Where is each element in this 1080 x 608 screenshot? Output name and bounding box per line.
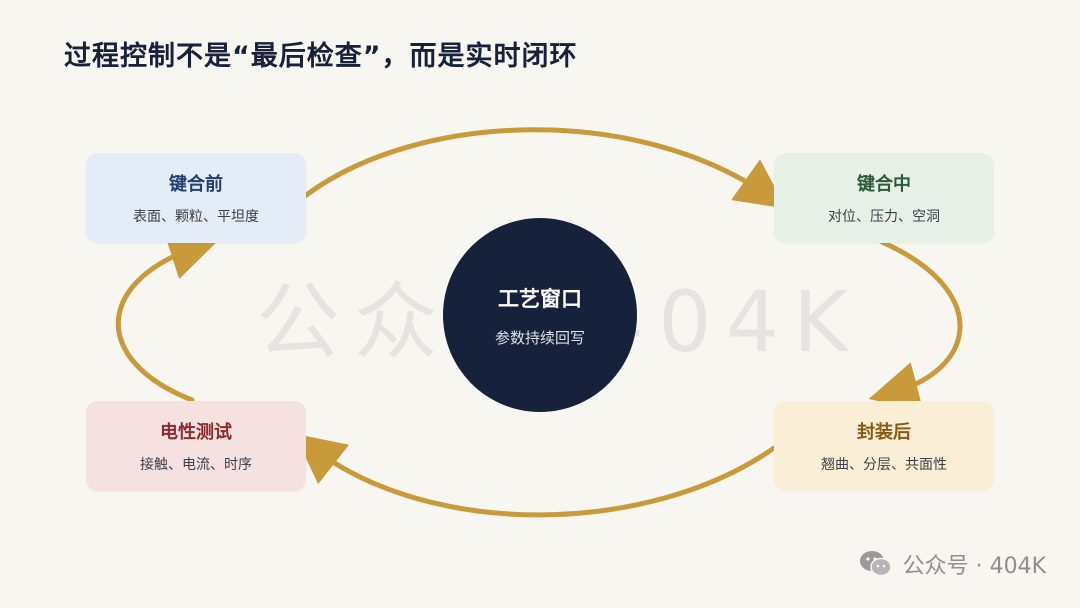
arrow-test-to-pre	[115, 231, 220, 403]
node-pre-bond-subtitle: 表面、颗粒、平坦度	[133, 209, 259, 225]
node-pre-bond-title: 键合前	[169, 174, 223, 195]
node-packaging: 封装后 翘曲、分层、共面性	[774, 401, 994, 491]
watermark-text: 公众号 · 404K	[902, 554, 1046, 579]
center-title: 工艺窗口	[498, 286, 582, 311]
center-process-window: 工艺窗口 参数持续回写	[443, 218, 637, 412]
node-packaging-title: 封装后	[857, 422, 911, 443]
center-subtitle: 参数持续回写	[494, 328, 585, 347]
arrow-packaging-to-test	[294, 433, 777, 518]
wechat-icon	[859, 551, 892, 577]
node-pre-bond: 键合前 表面、颗粒、平坦度	[86, 153, 306, 243]
arrow-pre-to-bonding	[302, 127, 787, 209]
node-electrical-test-subtitle: 接触、电流、时序	[140, 457, 252, 473]
page-title: 过程控制不是“最后检查”，而是实时闭环	[64, 41, 578, 72]
node-bonding-subtitle: 对位、压力、空洞	[828, 209, 940, 225]
node-electrical-test-title: 电性测试	[160, 422, 232, 443]
node-electrical-test: 电性测试 接触、电流、时序	[86, 401, 306, 491]
watermark-badge: 公众号 · 404K	[859, 548, 1046, 580]
node-packaging-subtitle: 翘曲、分层、共面性	[821, 457, 947, 473]
arrow-bonding-to-packaging	[868, 239, 963, 411]
node-bonding: 键合中 对位、压力、空洞	[774, 153, 994, 243]
node-bonding-title: 键合中	[857, 174, 911, 195]
